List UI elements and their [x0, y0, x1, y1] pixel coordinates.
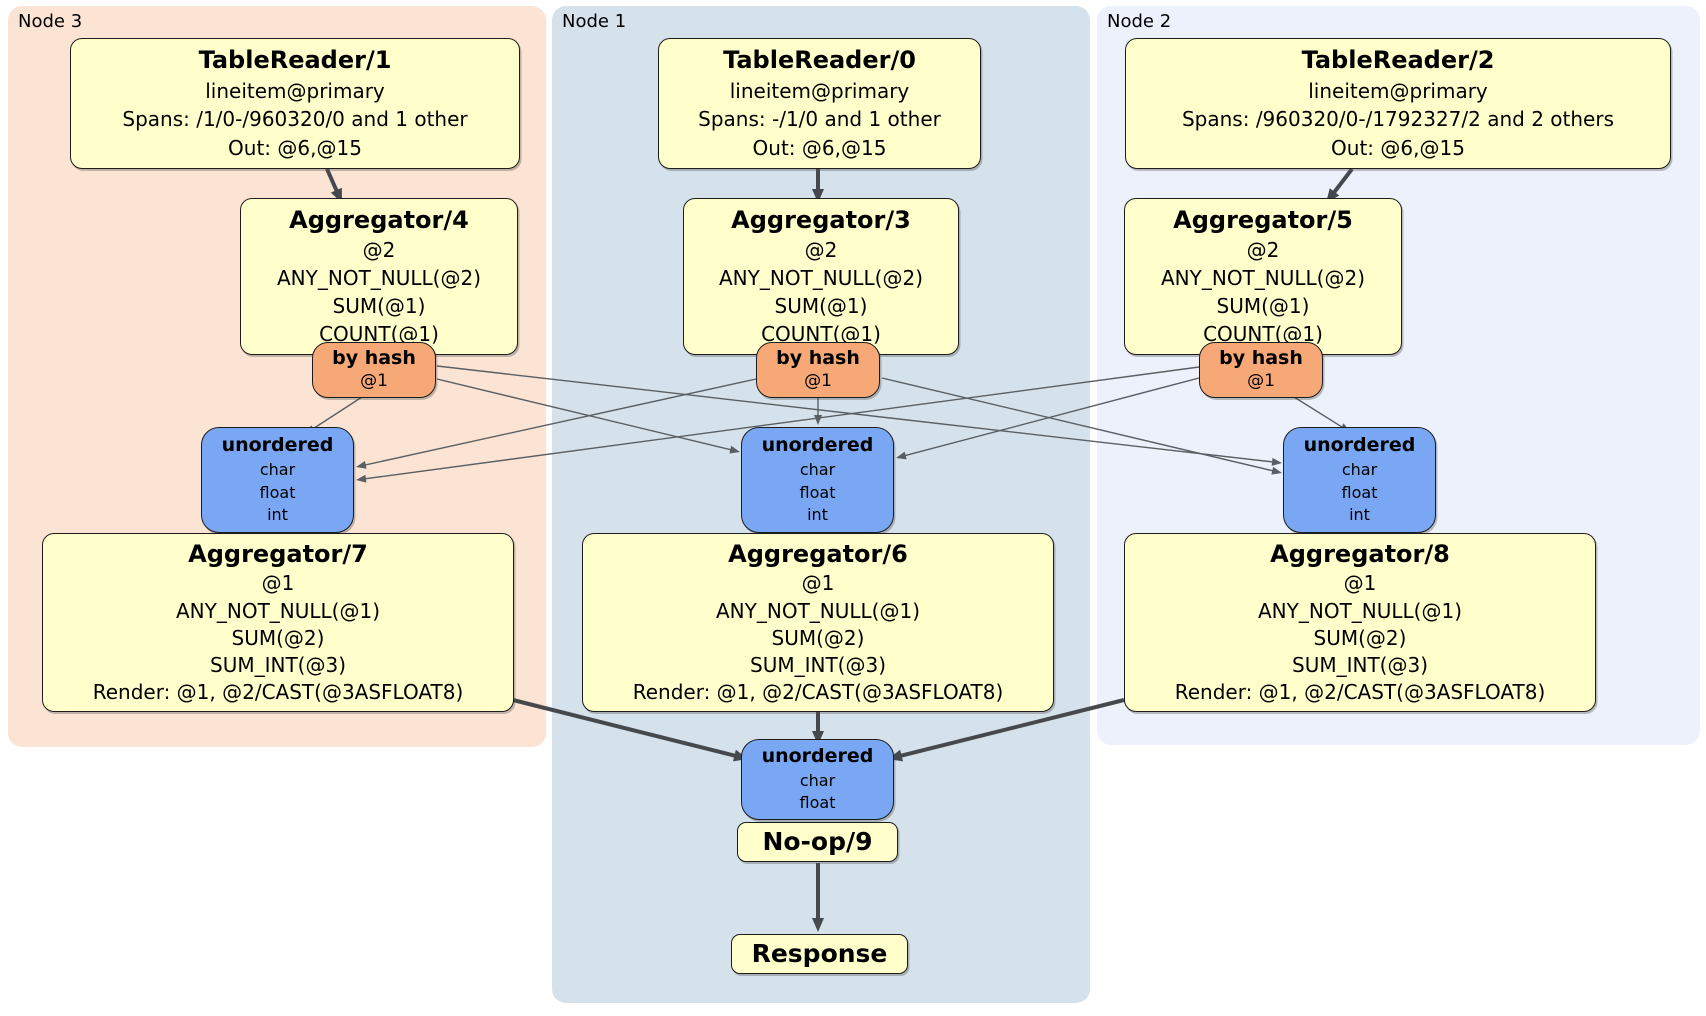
node3-label: Node 3 [18, 11, 83, 32]
aggregator6-box: Aggregator/6 @1 ANY_NOT_NULL(@1) SUM(@2)… [582, 533, 1054, 712]
tablereader1-box: TableReader/1 lineitem@primary Spans: /1… [70, 38, 520, 169]
node2-label: Node 2 [1107, 11, 1172, 32]
tablereader1-title: TableReader/1 [198, 46, 392, 75]
hash-router2-box: by hash @1 [1199, 342, 1323, 398]
tablereader2-spans: Spans: /960320/0-/1792327/2 and 2 others [1181, 107, 1614, 132]
aggregator4-box: Aggregator/4 @2 ANY_NOT_NULL(@2) SUM(@1)… [240, 198, 518, 355]
hash-router1-box: by hash @1 [756, 342, 880, 398]
aggregator3-box: Aggregator/3 @2 ANY_NOT_NULL(@2) SUM(@1)… [683, 198, 959, 355]
aggregator5-box: Aggregator/5 @2 ANY_NOT_NULL(@2) SUM(@1)… [1124, 198, 1402, 355]
tablereader1-out: Out: @6,@15 [228, 135, 362, 160]
aggregator5-title: Aggregator/5 [1173, 205, 1353, 234]
unordered-sync-final-box: unordered char float [741, 739, 894, 820]
tablereader2-title: TableReader/2 [1301, 46, 1495, 75]
response-title: Response [751, 938, 888, 968]
noop-box: No-op/9 [737, 822, 898, 862]
aggregator7-box: Aggregator/7 @1 ANY_NOT_NULL(@1) SUM(@2)… [42, 533, 514, 712]
tablereader0-spans: Spans: -/1/0 and 1 other [698, 107, 941, 132]
tablereader2-out: Out: @6,@15 [1331, 135, 1465, 160]
tablereader1-index: lineitem@primary [205, 78, 385, 103]
tablereader0-out: Out: @6,@15 [752, 135, 887, 160]
node1-label: Node 1 [562, 11, 627, 32]
response-box: Response [731, 934, 908, 974]
aggregator6-title: Aggregator/6 [728, 540, 908, 569]
tablereader0-box: TableReader/0 lineitem@primary Spans: -/… [658, 38, 981, 169]
unordered-sync1-box: unordered char float int [741, 427, 894, 533]
tablereader0-title: TableReader/0 [723, 46, 916, 75]
hash-router3-box: by hash @1 [312, 342, 436, 398]
aggregator4-title: Aggregator/4 [289, 205, 469, 234]
aggregator3-title: Aggregator/3 [731, 205, 911, 234]
tablereader0-index: lineitem@primary [729, 78, 910, 103]
aggregator7-title: Aggregator/7 [188, 540, 368, 569]
tablereader2-index: lineitem@primary [1308, 78, 1488, 103]
unordered-sync2-box: unordered char float int [1283, 427, 1436, 533]
aggregator8-box: Aggregator/8 @1 ANY_NOT_NULL(@1) SUM(@2)… [1124, 533, 1596, 712]
aggregator8-title: Aggregator/8 [1270, 540, 1450, 569]
tablereader1-spans: Spans: /1/0-/960320/0 and 1 other [122, 107, 468, 132]
noop-title: No-op/9 [762, 826, 873, 856]
tablereader2-box: TableReader/2 lineitem@primary Spans: /9… [1125, 38, 1671, 169]
unordered-sync3-box: unordered char float int [201, 427, 354, 533]
